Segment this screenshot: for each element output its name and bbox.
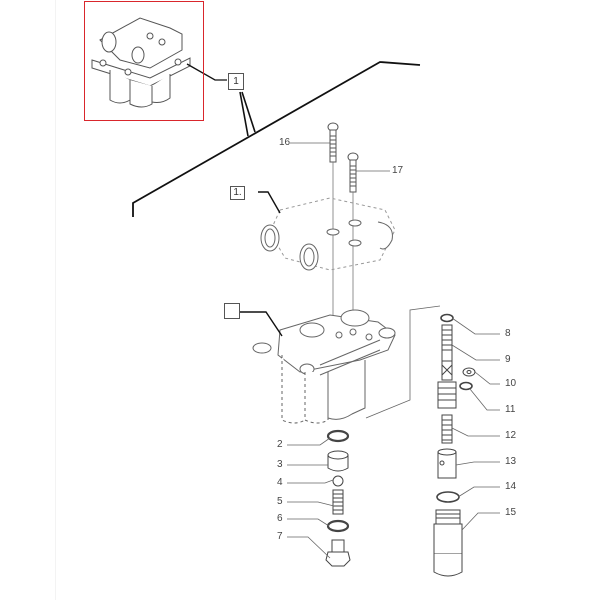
part-label-5: 5	[277, 496, 283, 507]
part-label-4: 4	[277, 477, 283, 488]
leader-inset	[186, 63, 227, 81]
callout-box-1-inset: 1	[228, 73, 244, 90]
part-label-7: 7	[277, 531, 283, 542]
scan-edge-line	[55, 0, 56, 600]
assembly-line	[132, 61, 421, 217]
screw-16	[327, 122, 339, 340]
inset-valve-drawing	[91, 17, 191, 108]
part-label-13: 13	[505, 456, 517, 467]
left-leaders	[287, 437, 335, 559]
part-label-10: 10	[505, 378, 517, 389]
left-column-parts	[325, 429, 351, 567]
part-label-11: 11	[505, 404, 516, 415]
right-leaders	[451, 317, 500, 531]
part-label-8: 8	[505, 328, 511, 339]
right-column-parts	[433, 313, 476, 577]
upper-body-drawing	[269, 197, 396, 271]
callout-box-1-main: 1.	[230, 186, 245, 200]
inset-frame	[84, 1, 204, 121]
part-label-2: 2	[277, 439, 283, 450]
part-label-16: 16	[279, 137, 291, 148]
part-label-6: 6	[277, 513, 283, 524]
part-label-15: 15	[505, 507, 517, 518]
part-label-12: 12	[505, 430, 517, 441]
part-label-3: 3	[277, 459, 283, 470]
part-label-17: 17	[392, 165, 404, 176]
part-label-9: 9	[505, 354, 511, 365]
callout-box-empty	[224, 303, 240, 319]
part-label-14: 14	[505, 481, 517, 492]
screw-17	[347, 152, 359, 325]
main-body-drawing	[252, 309, 396, 424]
